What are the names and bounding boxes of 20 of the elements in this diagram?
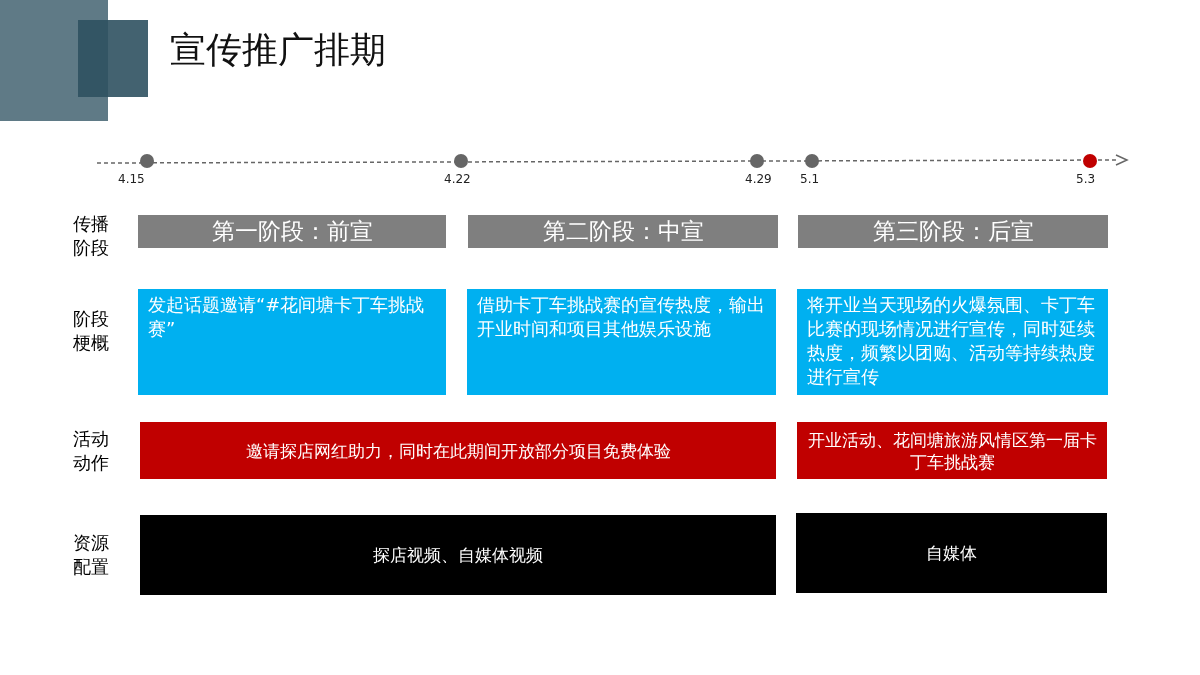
resource-bar: 探店视频、自媒体视频	[140, 515, 776, 595]
date-label: 5.3	[1076, 172, 1096, 186]
summary-box: 将开业当天现场的火爆氛围、卡丁车比赛的现场情况进行宣传，同时延续热度，频繁以团购、活动等持续热度进行宣传	[797, 289, 1108, 395]
summary-box: 发起话题邀请“#花间塘卡丁车挑战赛”	[138, 289, 446, 395]
stage-bar: 第三阶段：后宣	[798, 215, 1108, 248]
resource-bar: 自媒体	[796, 513, 1107, 593]
row-header: 阶段梗概	[72, 307, 110, 355]
row-header: 传播阶段	[72, 212, 110, 260]
summary-box: 借助卡丁车挑战赛的宣传热度，输出开业时间和项目其他娱乐设施	[467, 289, 776, 395]
date-label: 4.15	[118, 172, 145, 186]
date-label: 4.22	[444, 172, 471, 186]
row-header: 活动动作	[72, 427, 110, 475]
date-label: 4.29	[745, 172, 772, 186]
row-header: 资源配置	[72, 531, 110, 579]
page-title: 宣传推广排期	[170, 28, 386, 72]
activity-bar: 开业活动、花间塘旅游风情区第一届卡丁车挑战赛	[797, 422, 1107, 479]
date-label: 5.1	[800, 172, 820, 186]
stage-bar: 第一阶段：前宣	[138, 215, 446, 248]
stage-bar: 第二阶段：中宣	[468, 215, 778, 248]
activity-bar: 邀请探店网红助力，同时在此期间开放部分项目免费体验	[140, 422, 776, 479]
